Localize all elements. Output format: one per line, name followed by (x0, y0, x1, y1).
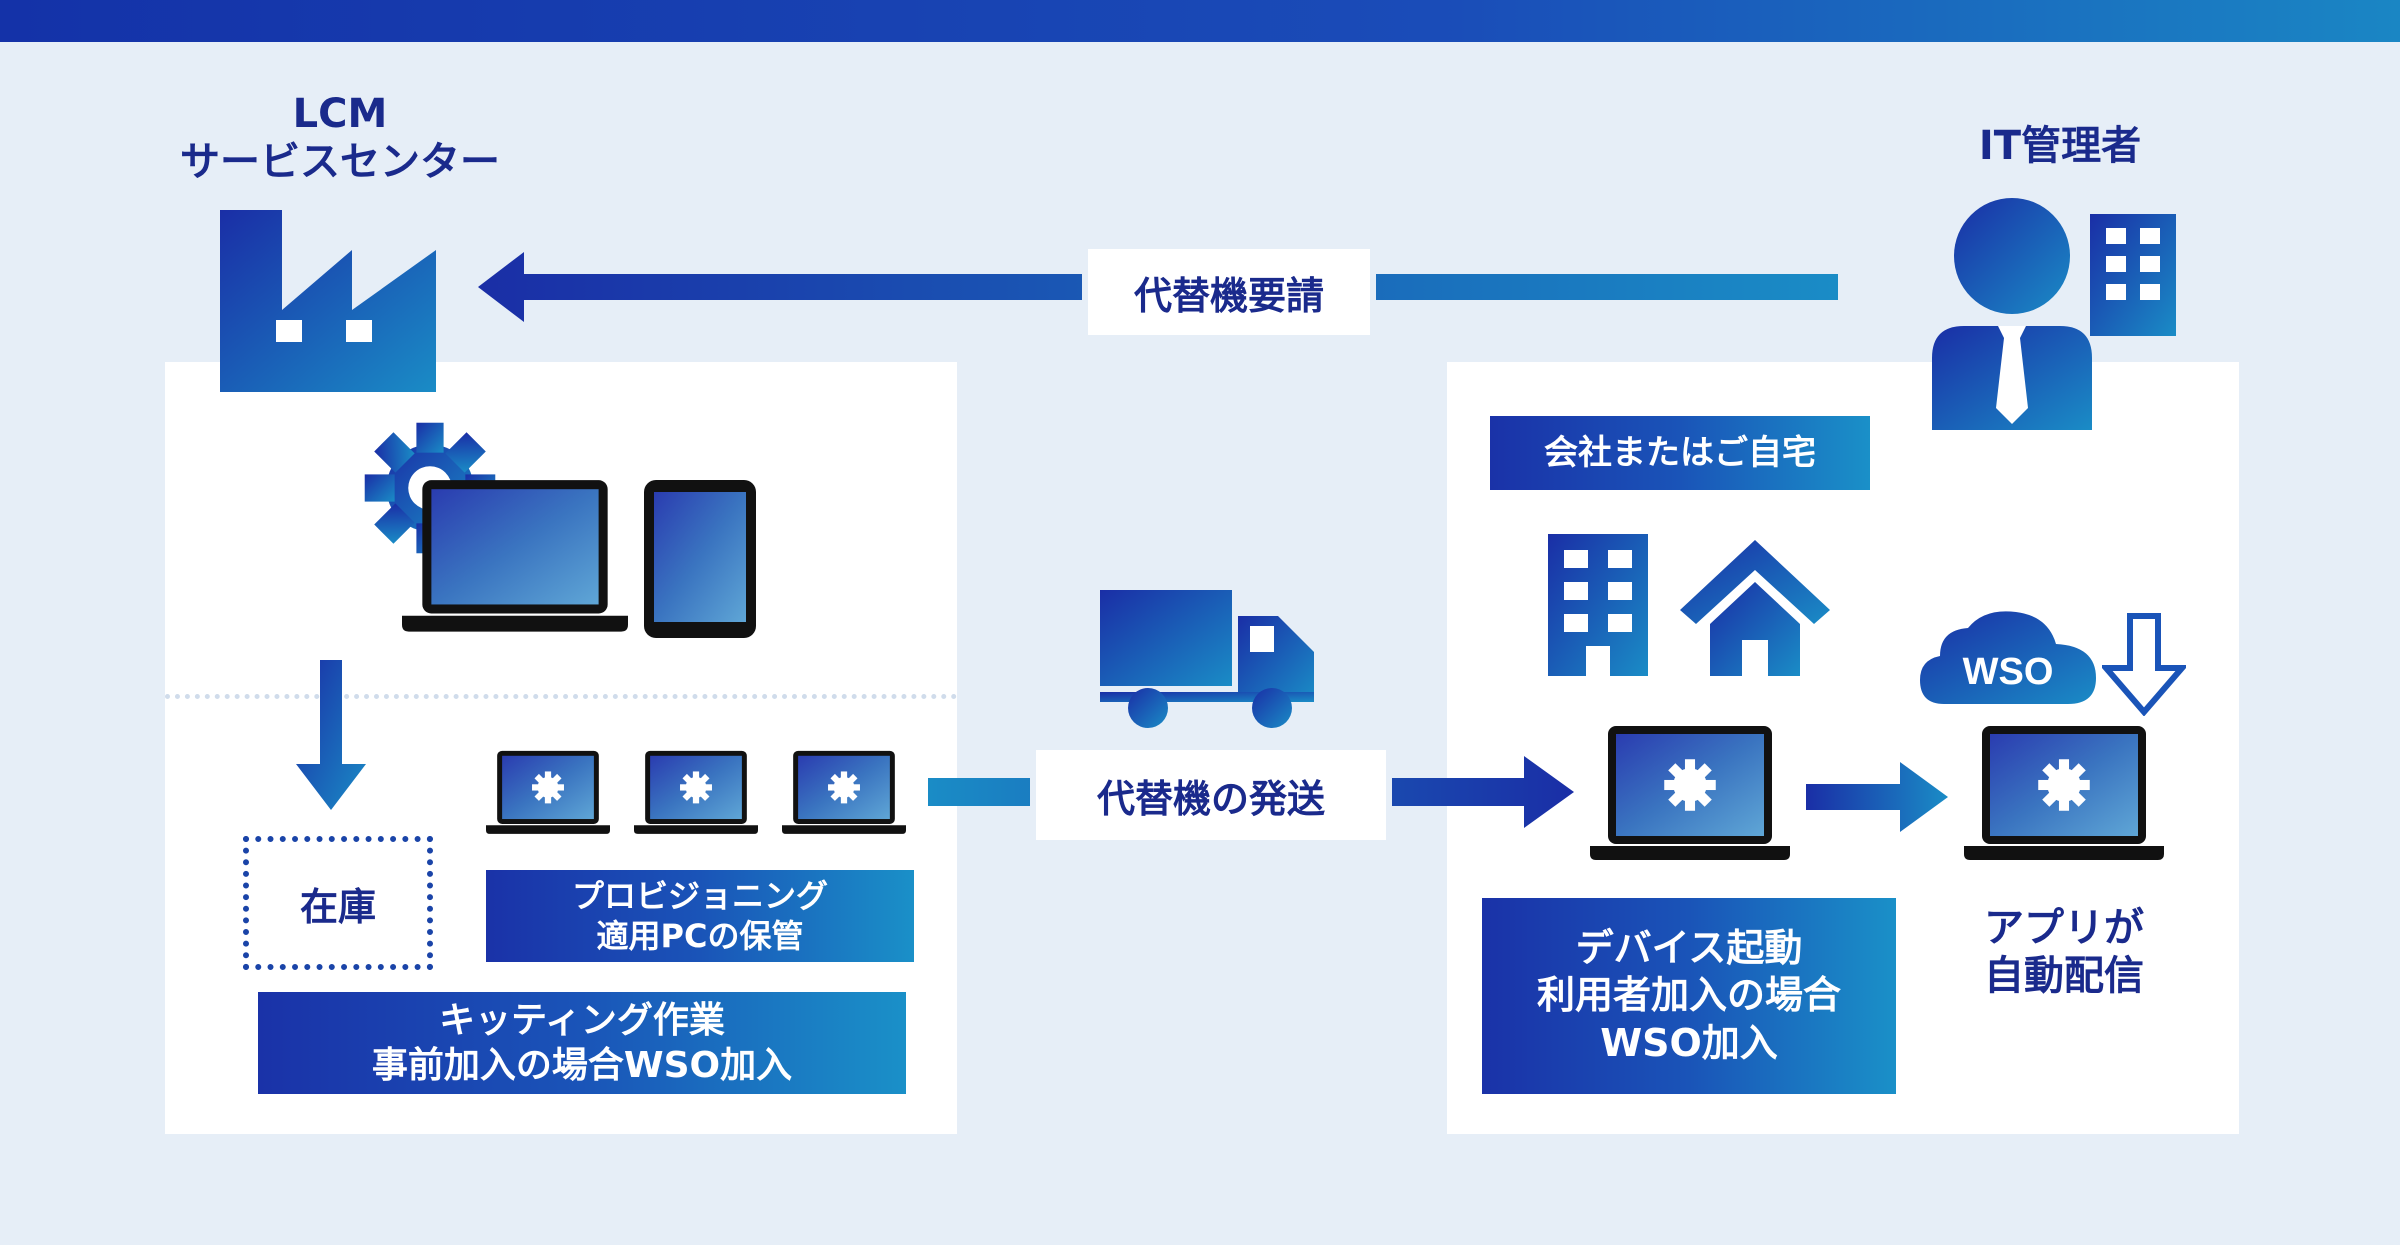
provision-line2: 適用PCの保管 (596, 917, 804, 955)
provisioned-laptop-3 (782, 748, 906, 838)
kitting-line2: 事前加入の場合WSO加入 (371, 1045, 793, 1086)
app-line1: アプリが (1984, 905, 2144, 951)
provisioned-laptop-1 (486, 748, 610, 838)
home-label-box: 会社またはご自宅 (1490, 416, 1870, 490)
lcm-title-line2: サービスセンター (180, 139, 500, 185)
provisioned-laptop-2 (634, 748, 758, 838)
truck-icon (1100, 590, 1314, 728)
device-line3: WSO加入 (1600, 1020, 1778, 1065)
it-admin-title: IT管理者 (1978, 123, 2142, 169)
app-line2: 自動配信 (1984, 953, 2144, 999)
provision-box: プロビジョニング 適用PCの保管 (486, 870, 914, 962)
device-laptop-icon (1590, 724, 1790, 864)
house-icon (1680, 540, 1830, 676)
download-arrow-icon (2102, 613, 2186, 716)
device-line1: デバイス起動 (1575, 925, 1803, 970)
device-label-box: デバイス起動 利用者加入の場合 WSO加入 (1482, 898, 1896, 1094)
lcm-title: LCM サービスセンター (130, 90, 550, 186)
company-building-icon (1548, 534, 1648, 676)
kitting-line1: キッティング作業 (439, 1000, 725, 1041)
device-line2: 利用者加入の場合 (1536, 973, 1841, 1018)
wso-cloud-icon: WSO (1920, 611, 2096, 704)
shipping-label: 代替機の発送 (1030, 744, 1392, 846)
office-building-icon (2090, 214, 2176, 336)
kitting-box: キッティング作業 事前加入の場合WSO加入 (258, 992, 906, 1094)
stock-box: 在庫 (243, 836, 433, 970)
factory-icon (220, 210, 436, 392)
down-arrow (296, 660, 366, 810)
top-banner (0, 0, 2400, 42)
app-label: アプリが 自動配信 (1924, 904, 2204, 1000)
tablet-icon (644, 480, 756, 638)
it-admin-person-icon (1932, 198, 2092, 430)
deploy-arrow (1806, 762, 1948, 832)
lcm-title-line1: LCM (292, 91, 388, 137)
app-laptop-icon (1964, 724, 2164, 864)
panel-divider (165, 694, 957, 699)
provision-line1: プロビジョニング (571, 877, 828, 915)
laptop-icon (402, 476, 628, 638)
request-label: 代替機要請 (1082, 243, 1376, 341)
wso-cloud-text: WSO (1963, 651, 2054, 693)
stock-label: 在庫 (299, 884, 376, 929)
home-label: 会社またはご自宅 (1544, 432, 1816, 473)
